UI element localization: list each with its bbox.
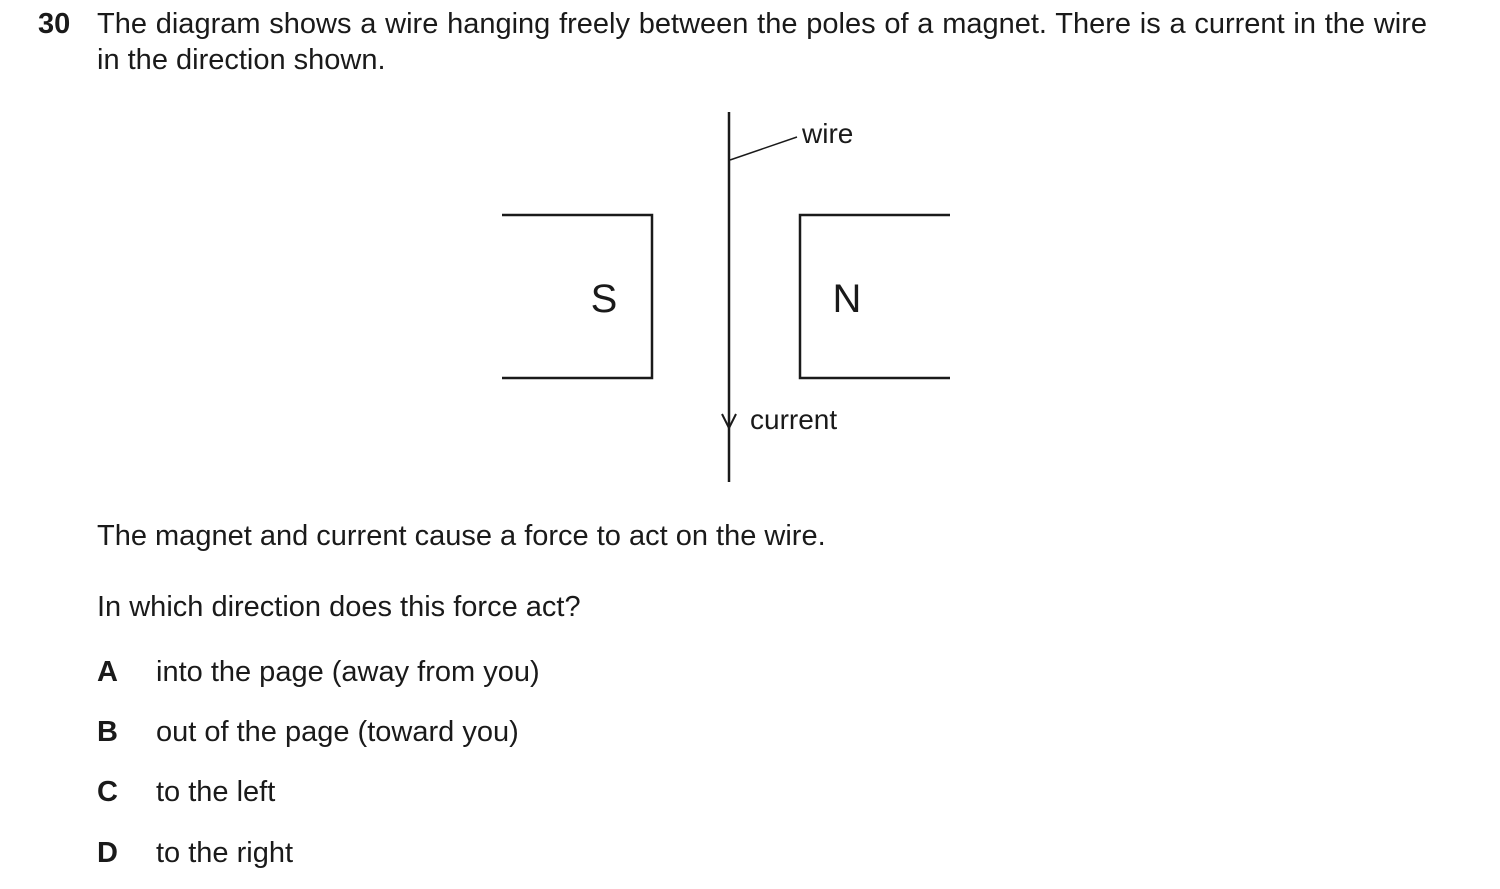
north-pole-label: N: [833, 277, 862, 321]
wire-label: wire: [801, 118, 853, 149]
statement-text: The magnet and current cause a force to …: [97, 520, 826, 552]
option-letter: C: [97, 776, 118, 808]
north-pole-magnet: [798, 213, 950, 380]
current-arrow-head: [721, 413, 737, 431]
question-number: 30: [38, 8, 71, 40]
option-letter: B: [97, 716, 118, 748]
option-text: out of the page (toward you): [156, 716, 519, 748]
option-text: into the page (away from you): [156, 656, 540, 688]
current-label: current: [750, 404, 837, 435]
question-stem: The diagram shows a wire hanging freely …: [97, 8, 1427, 76]
option-text: to the right: [156, 837, 294, 869]
prompt-text: In which direction does this force act?: [97, 591, 581, 623]
south-pole-magnet: [502, 213, 654, 380]
wire-label-leader: [729, 136, 798, 161]
option-text: to the left: [156, 776, 276, 808]
south-pole-label: S: [591, 277, 618, 321]
option-letter: A: [97, 656, 118, 688]
option-letter: D: [97, 837, 118, 869]
